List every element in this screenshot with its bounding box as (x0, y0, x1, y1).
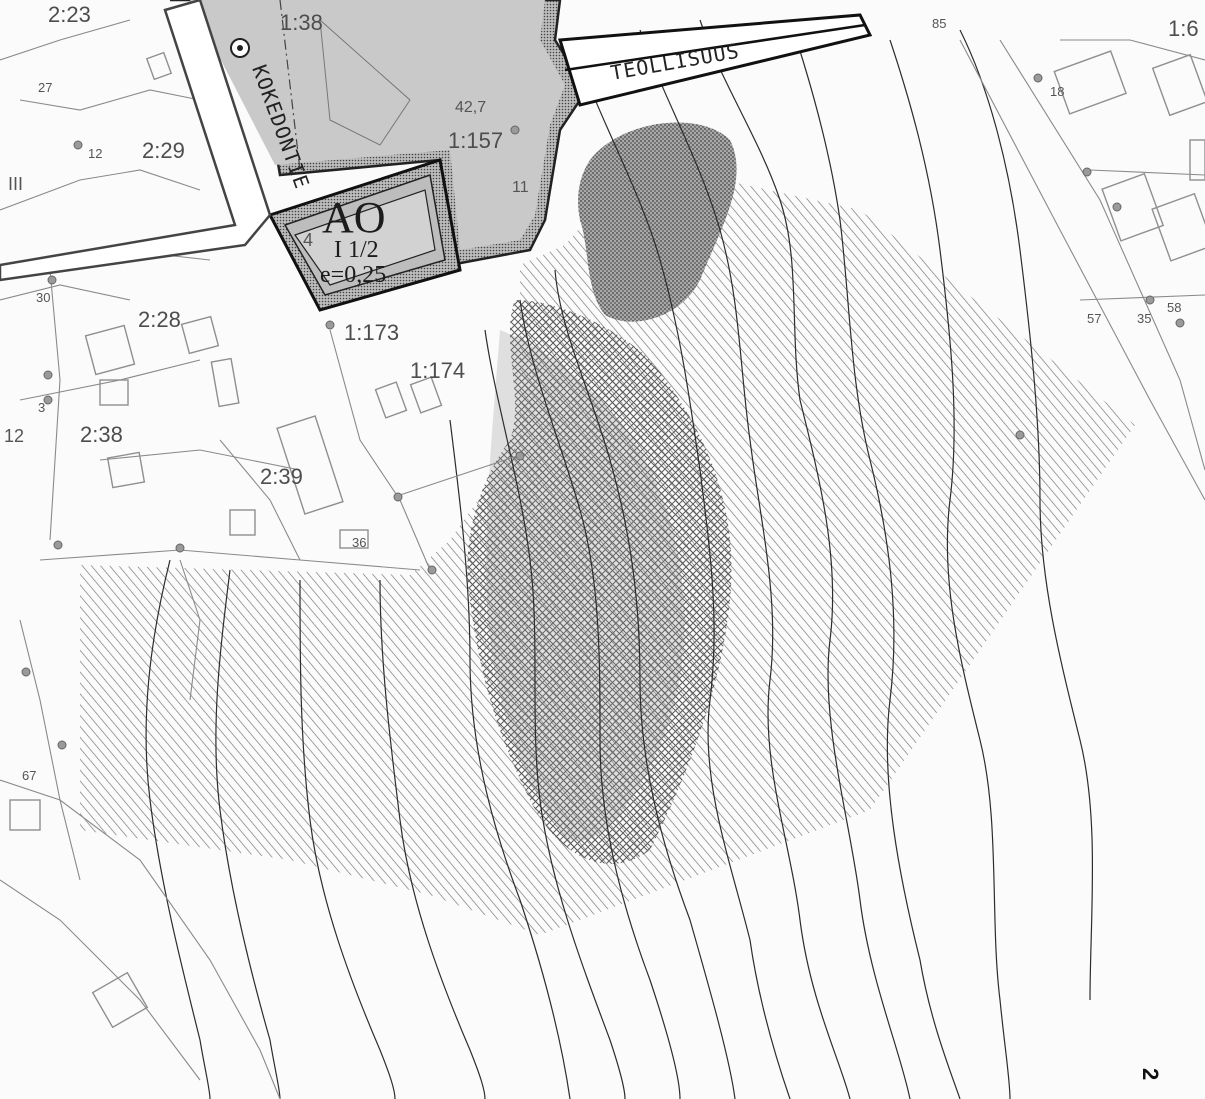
zone-efficiency: e=0,25 (320, 262, 386, 288)
minor-label: 36 (352, 535, 366, 550)
road-teollisuus (558, 13, 873, 107)
minor-label: 12 (4, 426, 24, 446)
survey-points (21, 38, 1185, 750)
parcel-label: 1:174 (410, 358, 465, 383)
minor-label: 35 (1137, 311, 1151, 326)
parcel-label: 1:157 (448, 128, 503, 153)
zone-code: AO (322, 193, 386, 242)
parcel-label: 1:38 (280, 10, 323, 35)
minor-label: III (8, 174, 23, 194)
minor-label: 18 (1050, 84, 1064, 99)
parcel-labels: 2:23 1:38 2:29 1:157 2:28 1:173 1:174 2:… (48, 2, 1199, 489)
zoned-plot (170, 0, 582, 267)
minor-label: 42,7 (455, 99, 486, 116)
minor-label: 85 (932, 16, 946, 31)
parcel-label: 2:39 (260, 464, 303, 489)
minor-label: 27 (38, 80, 52, 95)
minor-label: 11 (512, 179, 529, 196)
minor-label: 67 (22, 768, 36, 783)
buildings (9, 50, 1205, 1029)
zone-floors: I 1/2 (334, 237, 379, 263)
page-number: 2 (1138, 1068, 1163, 1080)
contour-lines (145, 19, 1094, 1099)
parcel-label: 2:28 (138, 307, 181, 332)
parcel-label: 1:6 (1168, 16, 1199, 41)
parcel-label: 1:173 (344, 320, 399, 345)
minor-label: 57 (1087, 311, 1101, 326)
minor-label: 58 (1167, 300, 1181, 315)
zone-corner-digit: 4 (303, 230, 313, 250)
dense-area (578, 122, 737, 322)
parcel-label: 2:29 (142, 138, 185, 163)
minor-label: 3 (38, 400, 45, 415)
minor-label: 30 (36, 290, 50, 305)
ao-zone (267, 158, 462, 312)
parcel-label: 2:38 (80, 422, 123, 447)
minor-label: 12 (88, 146, 102, 161)
minor-labels: 27 12 III 42,7 11 30 3 12 57 35 58 85 36… (4, 16, 1181, 783)
parcel-label: 2:23 (48, 2, 91, 27)
road-kokedontie (0, 0, 272, 282)
